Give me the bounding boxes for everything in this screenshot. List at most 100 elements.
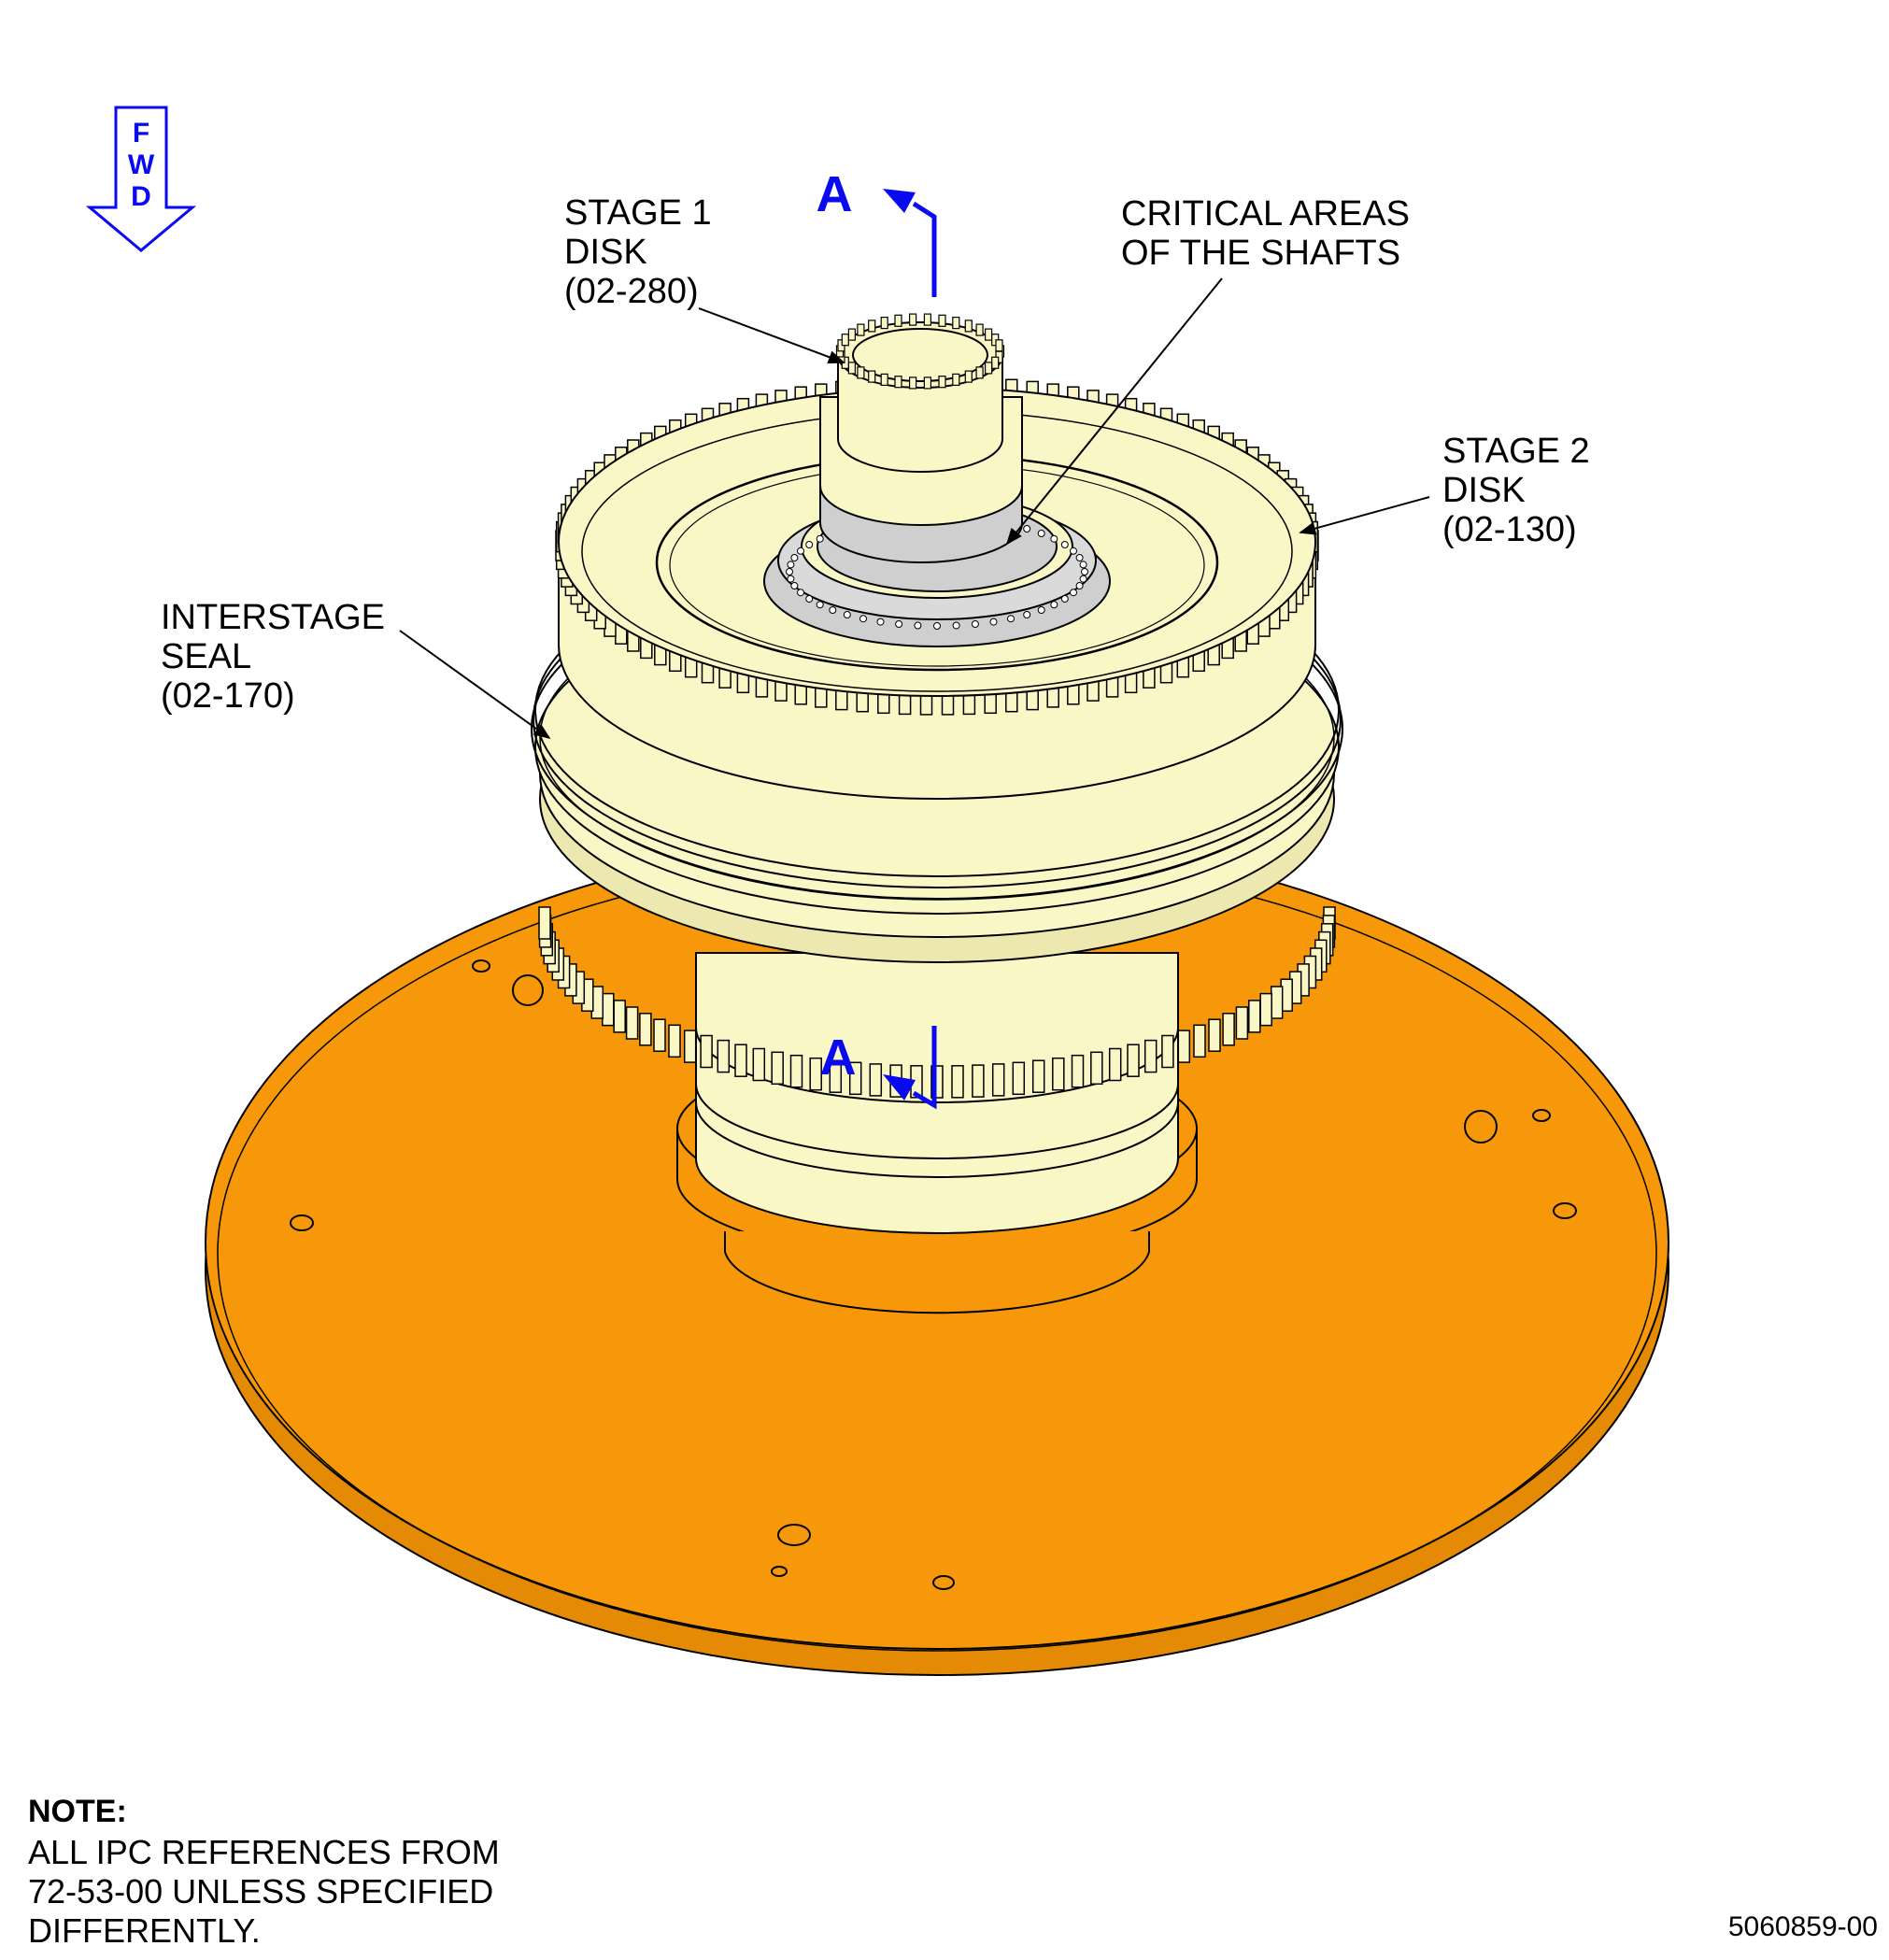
bolt-hole (1023, 611, 1031, 618)
label-stage1-disk: STAGE 1 DISK (02-280) (564, 193, 712, 311)
label-stage2-disk: STAGE 2 DISK (02-130) (1442, 432, 1590, 549)
blade-tooth (1270, 986, 1284, 1019)
bolt-hole (797, 589, 804, 597)
blade-tooth (847, 328, 857, 341)
figure-number: 5060859-00 (1727, 1911, 1878, 1942)
blade-tooth (683, 1030, 697, 1063)
bolt-hole (1070, 589, 1077, 597)
blade-tooth (1248, 1000, 1261, 1033)
blade-tooth (639, 1013, 652, 1046)
blade-tooth (1127, 1044, 1140, 1077)
blade-tooth (995, 339, 1003, 352)
fwd-letter-f: F (133, 118, 149, 149)
bolt-hole (1050, 534, 1058, 543)
blade-tooth (1235, 1006, 1249, 1040)
bolt-hole (1081, 568, 1088, 575)
blade-tooth (908, 313, 917, 326)
note-title: NOTE: (28, 1794, 127, 1829)
bolt-hole (790, 582, 799, 589)
blade-tooth (1161, 1034, 1174, 1069)
blade-tooth (700, 1034, 713, 1069)
blade-tooth (951, 1065, 964, 1099)
blade-tooth (857, 366, 865, 379)
bolt-hole (1007, 615, 1015, 623)
bolt-hole (895, 620, 903, 628)
blade-tooth (952, 373, 960, 386)
blade-tooth (1071, 1054, 1085, 1088)
blade-tooth (923, 376, 932, 390)
bolt-hole (859, 615, 867, 623)
blade-tooth (653, 1018, 666, 1052)
fwd-letter-d: D (131, 181, 151, 212)
bolt-hole (816, 601, 824, 609)
blade-tooth (938, 376, 946, 389)
blade-tooth (972, 1064, 985, 1098)
blade-tooth (894, 314, 902, 327)
blade-tooth (734, 1044, 747, 1077)
blade-tooth (857, 323, 865, 336)
bolt-hole (816, 534, 824, 543)
section-a-marker-bottom: A (820, 1026, 937, 1110)
blade-tooth (923, 313, 932, 326)
bolt-hole (1037, 530, 1045, 537)
blade-tooth (1012, 1061, 1026, 1096)
blade-tooth (668, 1024, 681, 1058)
bolt-hole (805, 541, 814, 548)
blade-tooth (848, 1061, 862, 1096)
section-a-letter-bottom: A (820, 1030, 857, 1086)
bolt-hole (876, 618, 885, 626)
blade-tooth (717, 1039, 731, 1073)
bolt-hole (1050, 601, 1058, 609)
blade-tooth (625, 1006, 639, 1040)
blade-tooth (613, 1000, 626, 1033)
blade-tooth (602, 992, 615, 1027)
blade-tooth (1208, 1018, 1221, 1052)
bolt-hole (1075, 582, 1084, 589)
blade-tooth (809, 1057, 822, 1091)
fwd-arrow-icon: F W D (85, 106, 197, 252)
blade-tooth (1143, 1039, 1158, 1073)
note-body: ALL IPC REFERENCES FROM 72-53-00 UNLESS … (28, 1833, 500, 1950)
bolt-hole (989, 618, 998, 626)
bolt-hole (797, 547, 804, 555)
blade-tooth (952, 317, 960, 330)
bolt-hole (1060, 595, 1069, 603)
bolt-hole (1075, 554, 1084, 561)
blade-tooth (1031, 1059, 1045, 1093)
blade-tooth (841, 334, 849, 347)
blade-tooth (829, 1059, 843, 1093)
bolt-hole (787, 561, 795, 569)
bolt-hole (843, 611, 851, 618)
section-a-marker-top: A (817, 166, 937, 297)
blade-tooth (964, 320, 973, 333)
bolt-hole (1023, 525, 1031, 533)
blade-tooth (991, 356, 1000, 369)
bolt-hole (1079, 575, 1087, 583)
bolt-hole (933, 622, 941, 630)
blade-tooth (984, 328, 993, 341)
blade-tooth (752, 1047, 766, 1082)
bolt-hole (971, 620, 979, 628)
bolt-hole (1079, 561, 1087, 569)
blade-tooth (1052, 1057, 1065, 1091)
blade-tooth (880, 317, 888, 330)
bolt-hole (1070, 547, 1077, 555)
blade-tooth (1108, 1047, 1122, 1082)
blade-tooth (1090, 1051, 1103, 1086)
blade-tooth (1177, 1030, 1191, 1063)
blade-tooth (789, 1054, 803, 1088)
blade-tooth (991, 1063, 1005, 1097)
leader-interstage (399, 630, 551, 740)
blade-tooth (964, 370, 973, 383)
blade-tooth (984, 362, 993, 375)
label-interstage-seal: INTERSTAGE SEAL (02-170) (161, 598, 385, 716)
blade-tooth (868, 320, 876, 333)
bolt-hole (1037, 606, 1045, 614)
blade-tooth (894, 376, 902, 389)
blade-tooth (869, 1063, 883, 1097)
leader-lines (399, 277, 1430, 740)
leader-stage1 (698, 307, 845, 364)
blade-tooth (868, 370, 876, 383)
bolt-hole (790, 554, 799, 561)
